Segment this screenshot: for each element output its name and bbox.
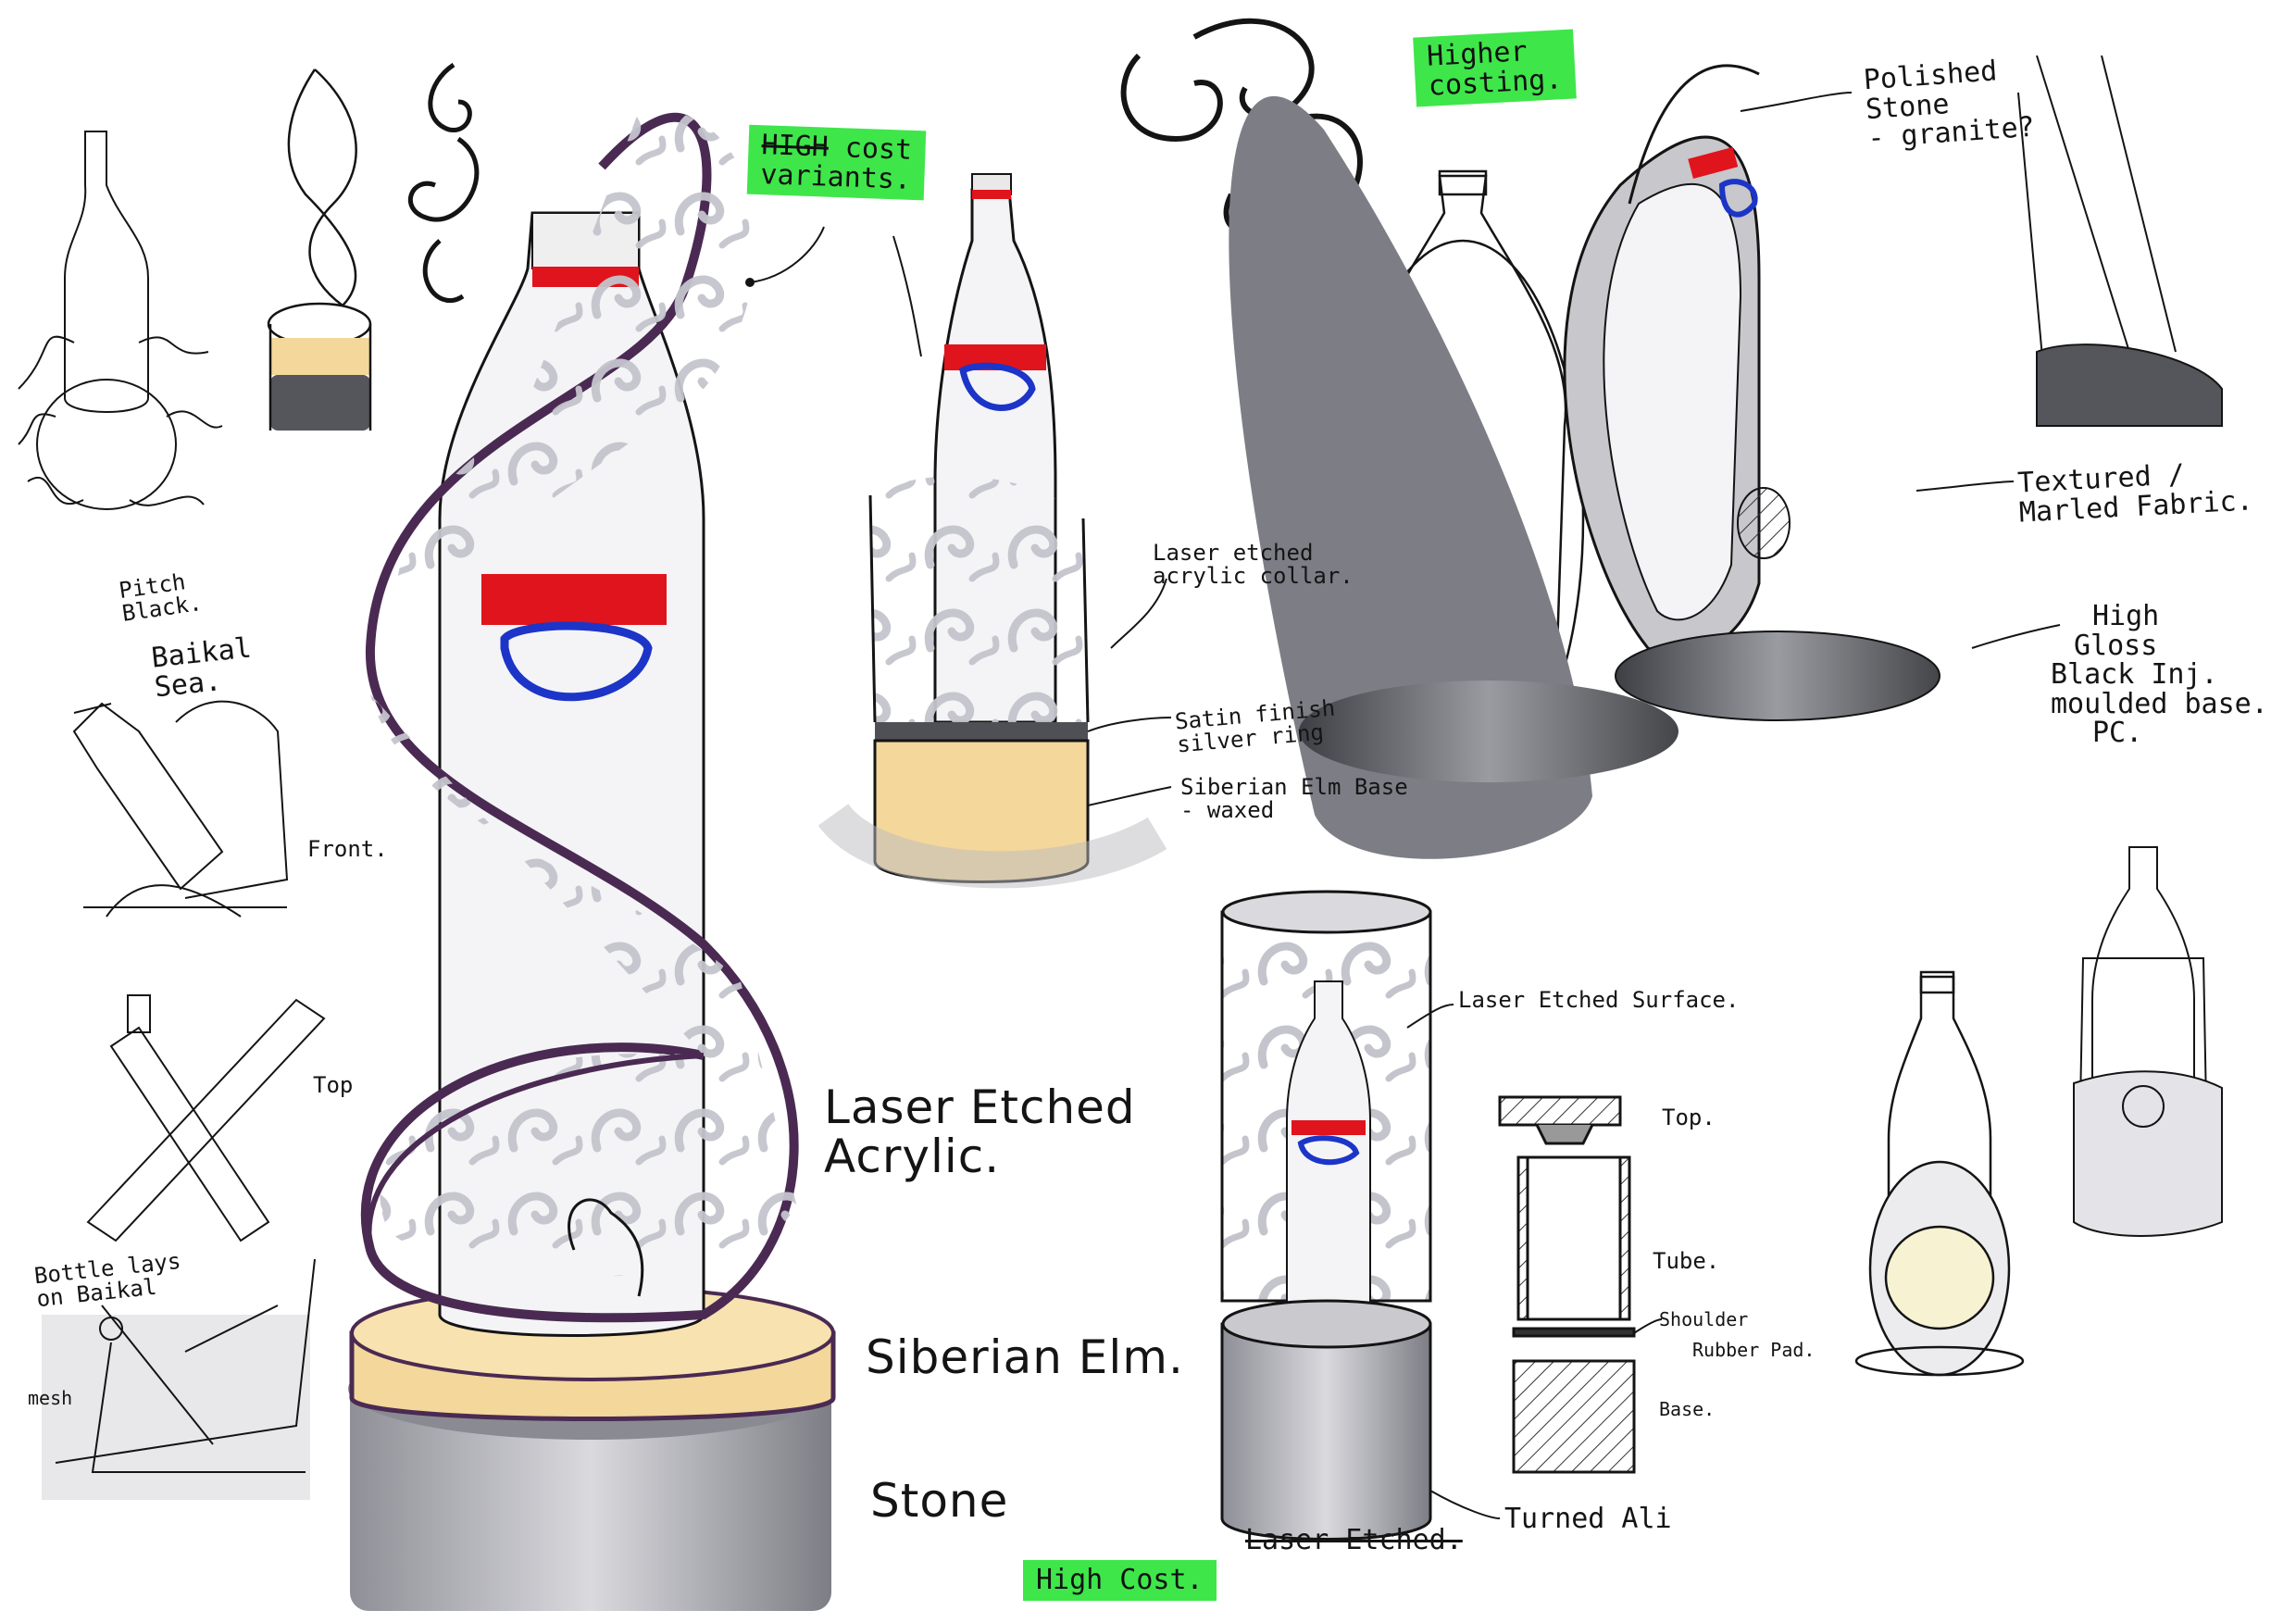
- leader-lines-collar: [1087, 578, 1172, 806]
- note-textured-fabric: Textured / Marled Fabric.: [2016, 456, 2253, 529]
- note-siberian-elm-waxed-line2: - waxed: [1180, 797, 1275, 824]
- sketch-cross-holder: [86, 994, 326, 1242]
- tag-higher-costing: Higher costing.: [1413, 29, 1577, 107]
- sketch-pitch-black-holder: [72, 700, 289, 918]
- note-laser-etched-collar: Laser etched acrylic collar.: [1153, 540, 1354, 590]
- cylinder-tube-holder: [1220, 890, 1432, 1541]
- note-laser-etched-collar-line1: Laser etched: [1153, 540, 1314, 566]
- note-mesh: mesh: [28, 1387, 73, 1409]
- note-laser-etched-surface: Laser Etched Surface.: [1458, 987, 1740, 1013]
- tag-high-cost-variants: HIGH cost variants.: [746, 124, 926, 201]
- note-base-part: Base.: [1659, 1398, 1716, 1420]
- note-top-left: Top: [313, 1072, 354, 1098]
- leader-lines-centre: [745, 226, 922, 357]
- sketch-bottle-lays: [42, 1258, 316, 1500]
- note-laser-etched-acrylic-line2: Acrylic.: [824, 1129, 1001, 1183]
- note-shoulder-part: Shoulder: [1659, 1308, 1749, 1330]
- collar-bottle-holder: [817, 173, 1167, 889]
- sketch-ring-holder: [1854, 970, 2025, 1377]
- note-high-gloss-line3: Black Inj.: [2051, 658, 2218, 691]
- note-high-gloss-line5: PC.: [2092, 717, 2143, 749]
- tag-high-cost-variants-line3: variants.: [759, 157, 912, 196]
- note-siberian-elm-waxed-line1: Siberian Elm Base: [1180, 774, 1408, 800]
- tag-high-cost-bottom: High Cost.: [1023, 1560, 1217, 1601]
- note-pitch-black: Pitch Black.: [118, 568, 204, 627]
- leader-lines-parts: [1633, 1318, 1663, 1334]
- sketch-bottle-on-swirl: [18, 131, 223, 510]
- note-siberian-elm: Siberian Elm.: [866, 1330, 1184, 1384]
- sketch-swirl-holder: [267, 69, 372, 431]
- note-turned-ali: Turned Ali: [1504, 1503, 1672, 1535]
- note-high-gloss-line1: High: [2092, 600, 2160, 632]
- note-rubber-pad-part: Rubber Pad.: [1692, 1339, 1816, 1361]
- leader-lines-cylinder: [1406, 1004, 1501, 1519]
- note-siberian-elm-waxed: Siberian Elm Base - waxed: [1180, 774, 1408, 824]
- note-baikal-sea: Baikal Sea.: [150, 632, 256, 704]
- note-top-part: Top.: [1662, 1105, 1716, 1130]
- note-laser-etched-acrylic: Laser Etched Acrylic.: [824, 1083, 1136, 1180]
- note-stone: Stone: [870, 1474, 1009, 1528]
- note-laser-etched-collar-line2: acrylic collar.: [1153, 563, 1354, 590]
- sketch-leg-foot: [2017, 55, 2223, 427]
- note-front: Front.: [307, 836, 388, 862]
- exploded-parts-view: [1498, 1095, 1636, 1474]
- tilted-stone-pod: [1229, 64, 1940, 859]
- note-laser-etched-acrylic-line1: Laser Etched: [824, 1080, 1136, 1134]
- note-tube-part: Tube.: [1653, 1248, 1720, 1274]
- leader-lines-pod: [1740, 92, 2061, 649]
- note-high-gloss-line2: Gloss: [2074, 629, 2158, 662]
- note-high-gloss-line4: moulded base.: [2051, 687, 2268, 720]
- note-laser-etched-struck: Laser Etched.: [1245, 1524, 1463, 1556]
- note-polished-stone: Polished Stone - granite?: [1863, 55, 2036, 155]
- tag-higher-costing-line2: costing.: [1427, 62, 1564, 103]
- spiral-display-stand: [348, 109, 836, 1611]
- sketch-basket-holder: [2073, 846, 2223, 1237]
- sketch-scroll-curls: [407, 62, 480, 304]
- note-high-gloss-base: High Gloss Black Inj. moulded base. PC.: [2051, 602, 2268, 748]
